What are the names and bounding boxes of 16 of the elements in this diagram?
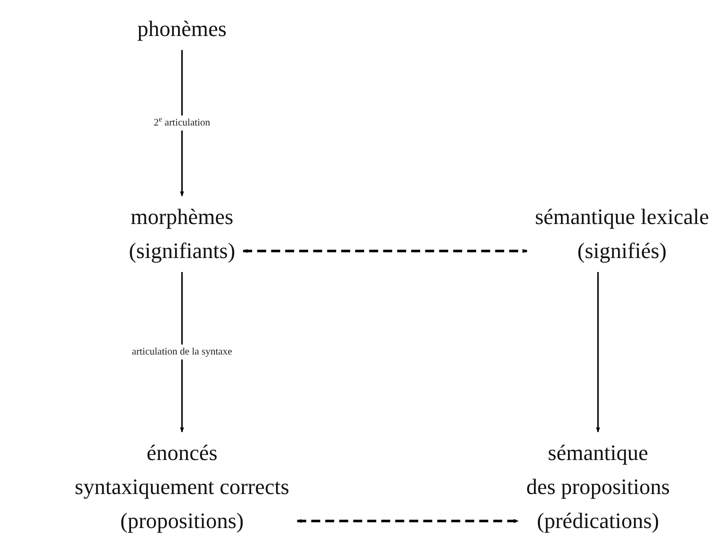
node-text: (signifiants) — [128, 237, 236, 265]
node-text: phonèmes — [137, 15, 227, 43]
dashed-arrow — [242, 249, 528, 253]
dashed-arrow — [296, 519, 519, 523]
node-text: (signifiés) — [577, 237, 667, 265]
arrow — [180, 50, 184, 196]
node-text: sémantique — [548, 439, 648, 467]
node-text: (propositions) — [120, 507, 244, 535]
node-text: énoncés — [146, 439, 218, 467]
node-text: sémantique lexicale — [534, 203, 710, 231]
node-text: des propositions — [526, 473, 670, 501]
node-text: syntaxiquement corrects — [74, 473, 290, 501]
arrow — [180, 272, 184, 432]
arrow — [596, 272, 600, 432]
node-text: morphèmes — [130, 203, 234, 231]
node-text: (prédications) — [536, 507, 660, 535]
